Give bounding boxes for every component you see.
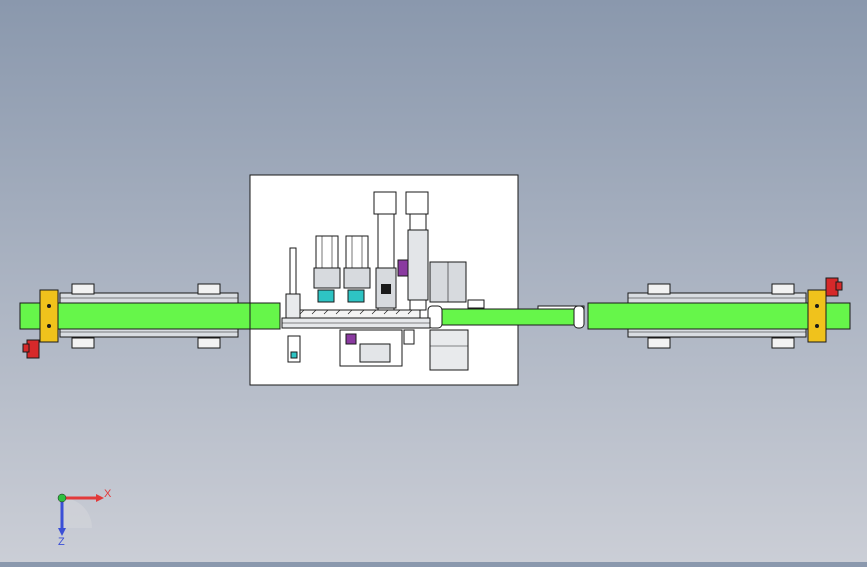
lower-fixture[interactable] xyxy=(339,329,415,367)
actuator-2[interactable] xyxy=(397,191,429,311)
right-belt[interactable] xyxy=(587,302,851,330)
right-conveyor[interactable] xyxy=(587,277,851,349)
axis-triad: X Z xyxy=(57,488,112,548)
gripper-2[interactable] xyxy=(343,235,371,303)
x-axis-label: X xyxy=(104,488,112,500)
gripper-1[interactable] xyxy=(313,235,341,303)
right-end-frame xyxy=(807,289,827,343)
transfer-belt[interactable] xyxy=(431,308,583,326)
cylinder-left[interactable] xyxy=(285,247,301,363)
right-motor[interactable] xyxy=(825,277,843,297)
left-end-frame xyxy=(39,289,59,343)
y-axis-dot xyxy=(57,493,67,503)
z-axis-label: Z xyxy=(58,536,65,548)
drive-motor[interactable] xyxy=(429,261,485,371)
left-conveyor[interactable] xyxy=(19,283,281,359)
assembly-station[interactable] xyxy=(249,174,585,386)
rail-hatch xyxy=(299,309,413,315)
left-motor[interactable] xyxy=(22,339,40,359)
left-belt[interactable] xyxy=(19,302,281,330)
actuator-1[interactable] xyxy=(373,191,397,311)
